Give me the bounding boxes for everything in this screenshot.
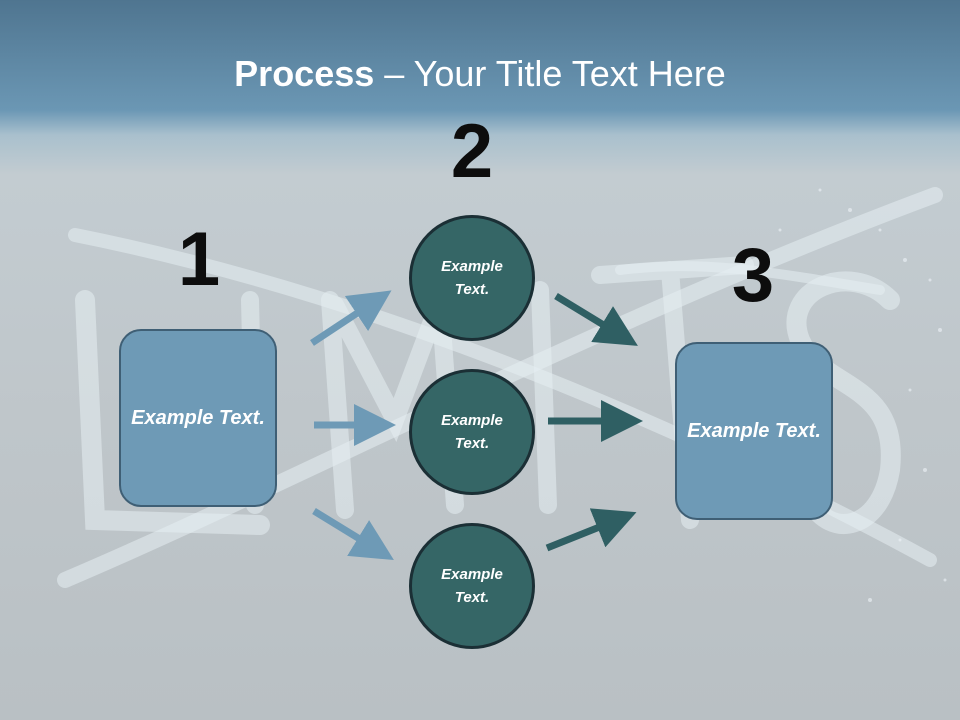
slide-title: Process – Your Title Text Here	[0, 52, 960, 96]
title-bold: Process	[234, 53, 375, 94]
step-3-box: Example Text.	[675, 342, 833, 520]
circle-bottom-text: Example Text.	[441, 566, 503, 606]
circle-middle-text: Example Text.	[441, 412, 503, 452]
title-rest: – Your Title Text Here	[374, 53, 726, 94]
step-2-circle-bottom: Example Text.	[409, 523, 535, 649]
step-2-circle-top: Example Text.	[409, 215, 535, 341]
circle-top-text: Example Text.	[441, 258, 503, 298]
step-number-1: 1	[177, 217, 221, 302]
step-number-3: 3	[731, 233, 775, 318]
step-1-text: Example Text.	[131, 406, 265, 429]
step-number-2: 2	[450, 109, 494, 194]
step-3-text: Example Text.	[687, 419, 821, 442]
step-1-box: Example Text.	[119, 329, 277, 507]
step-2-circle-middle: Example Text.	[409, 369, 535, 495]
